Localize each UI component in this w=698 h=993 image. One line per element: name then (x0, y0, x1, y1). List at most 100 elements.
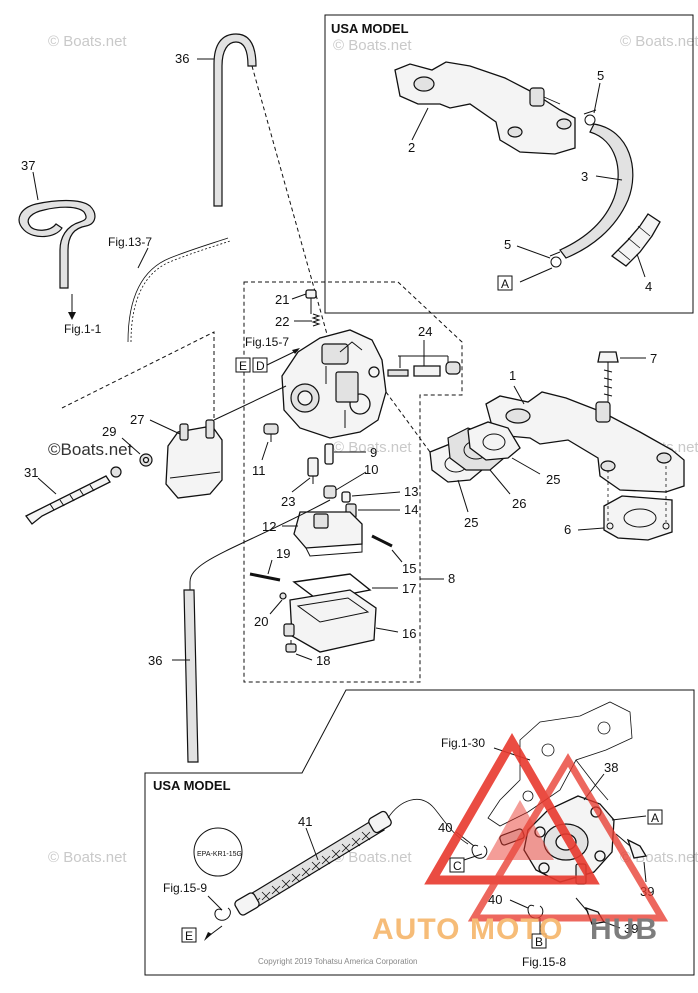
fig-ref-15-9: Fig.15-9 (163, 881, 207, 895)
leader (121, 437, 141, 455)
leader-dash (385, 391, 431, 453)
callout-15: 15 (402, 561, 416, 576)
callout-6: 6 (564, 522, 571, 537)
callout-25b: 25 (546, 472, 560, 487)
copyright-text: Copyright 2019 Tohatsu America Corporati… (258, 957, 418, 966)
callout-17: 17 (402, 581, 416, 596)
part-23-jet (307, 457, 319, 484)
part-29-grommet (139, 453, 153, 467)
callout-21: 21 (275, 292, 289, 307)
part-1-manifold (485, 391, 685, 493)
callout-12: 12 (262, 519, 276, 534)
part-3-hose (559, 123, 634, 259)
callout-37: 37 (21, 158, 35, 173)
ref-letter-d: D (256, 359, 265, 373)
fig-ref-1-30: Fig.1-30 (441, 736, 485, 750)
callout-40: 40 (438, 820, 452, 835)
leader (351, 491, 401, 497)
leader (295, 653, 313, 661)
ref-letter-c: C (453, 859, 462, 873)
fig-ref-15-8: Fig.15-8 (522, 955, 566, 969)
callout-26: 26 (512, 496, 526, 511)
callout-1: 1 (509, 368, 516, 383)
part-21-screw (305, 289, 317, 314)
ref-letter-a: A (501, 277, 509, 291)
callout-38: 38 (604, 760, 618, 775)
part-18-screw (285, 640, 297, 653)
part-16-float-chamber (283, 589, 377, 653)
callout-19: 19 (276, 546, 290, 561)
leader (267, 559, 273, 575)
hose-clip (214, 907, 231, 921)
watermark: © Boats.net (48, 849, 127, 866)
leader (391, 549, 403, 563)
callout-36b: 36 (148, 653, 162, 668)
callout-24: 24 (418, 324, 432, 339)
watermarks: © Boats.net © Boats.net © Boats.net © Bo… (48, 33, 698, 866)
ref-letter-b: B (535, 935, 543, 949)
leader (457, 479, 469, 513)
callout-4: 4 (645, 279, 652, 294)
leader (577, 527, 605, 531)
callout-9: 9 (370, 445, 377, 460)
leader (519, 267, 553, 283)
ref-box-e (235, 357, 251, 373)
epa-tag: EPA-KR1-15G (193, 827, 243, 877)
watermark: © Boats.net (620, 33, 698, 50)
callout-36: 36 (175, 51, 189, 66)
part-17-gasket (292, 573, 372, 601)
ref-box-c (449, 857, 465, 873)
logo-moto: MOTO (470, 913, 563, 946)
callout-11: 11 (252, 463, 266, 478)
callout-31: 31 (24, 465, 38, 480)
ref-box-e2 (181, 927, 197, 943)
usa-model-bottom-frame (144, 689, 695, 976)
leader (335, 471, 367, 491)
callout-5: 5 (597, 68, 604, 83)
part-19-drain-screw (249, 572, 281, 582)
callout-3: 3 (581, 169, 588, 184)
part-6-gasket (603, 495, 673, 541)
callout-40b: 40 (488, 892, 502, 907)
part-25-gasket-b (467, 421, 521, 461)
part-4-elbow (610, 213, 661, 267)
callout-39b: 39 (624, 921, 638, 936)
logo-auto: AUTO (372, 913, 460, 946)
leader (375, 627, 399, 633)
washer (110, 466, 122, 478)
leader (593, 82, 601, 114)
leader (489, 469, 511, 495)
callout-22: 22 (275, 314, 289, 329)
watermark: © Boats.net (333, 849, 412, 866)
ref-letter-e2: E (185, 929, 193, 943)
ref-letter-e: E (239, 359, 247, 373)
automotohub-logo: AUTO MOTO HUB (372, 733, 669, 946)
leader (411, 107, 429, 141)
leader-hose-route (189, 499, 331, 590)
part-31-bolt (25, 475, 111, 525)
leader (266, 349, 299, 366)
leader-dash (251, 65, 331, 346)
leader (37, 477, 57, 495)
callout-5b: 5 (504, 237, 511, 252)
arrow (611, 815, 647, 821)
usa-model-top-header: USA MODEL (331, 21, 409, 36)
part-7-bolt (597, 351, 619, 402)
ref-box-a (497, 275, 513, 291)
throttle-cable-inner (130, 240, 231, 343)
watermark: © Boats.net (333, 37, 412, 54)
leader (32, 171, 39, 201)
leader (149, 419, 181, 435)
part-12-float (293, 511, 363, 557)
callout-18: 18 (316, 653, 330, 668)
ref-box-b (531, 933, 547, 949)
callout-41: 41 (298, 814, 312, 829)
leader (513, 385, 525, 405)
leader-dash (61, 331, 215, 420)
callout-27: 27 (130, 412, 144, 427)
callout-14: 14 (404, 502, 418, 517)
arrow-head (292, 348, 300, 354)
carburetor-assembly-outline (243, 281, 463, 683)
